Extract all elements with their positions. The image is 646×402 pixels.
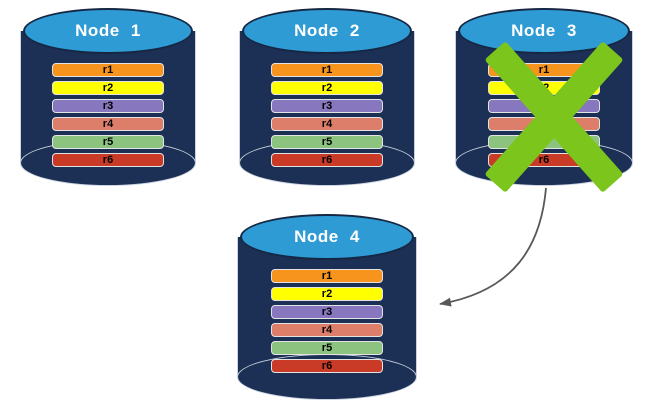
- node-1-cylinder: Node 1 r1 r2 r3 r4 r5 r6: [20, 8, 196, 186]
- node-title: Node 4: [294, 227, 360, 246]
- arrow-curve: [439, 187, 547, 307]
- node-4-cylinder: Node 4 r1 r2 r3 r4 r5 r6: [237, 214, 417, 400]
- row-r1: r1: [271, 63, 383, 77]
- cylinder-top-ellipse: [242, 8, 412, 54]
- replica-rows: r1 r2 r3 r4 r5 r6: [271, 63, 383, 167]
- row-r3: r3: [52, 99, 164, 113]
- node-title: Node 1: [75, 21, 141, 40]
- row-r3: r3: [271, 305, 383, 319]
- row-r2: r2: [52, 81, 164, 95]
- row-r3: r3: [271, 99, 383, 113]
- cylinder-top-ellipse: [240, 214, 414, 260]
- row-r5: r5: [52, 135, 164, 149]
- x-icon: [484, 40, 624, 193]
- row-r4: r4: [271, 323, 383, 337]
- node-title: Node 3: [511, 21, 577, 40]
- row-r2: r2: [271, 81, 383, 95]
- replica-rows: r1 r2 r3 r4 r5 r6: [52, 63, 164, 167]
- node-2-cylinder: Node 2 r1 r2 r3 r4 r5 r6: [239, 8, 415, 186]
- row-r6: r6: [271, 153, 383, 167]
- row-r6: r6: [52, 153, 164, 167]
- row-r4: r4: [52, 117, 164, 131]
- row-r5: r5: [271, 135, 383, 149]
- row-r2: r2: [271, 287, 383, 301]
- row-r6: r6: [271, 359, 383, 373]
- replica-rows: r1 r2 r3 r4 r5 r6: [271, 269, 383, 373]
- row-r4: r4: [271, 117, 383, 131]
- row-r1: r1: [52, 63, 164, 77]
- node-title: Node 2: [294, 21, 360, 40]
- row-r1: r1: [271, 269, 383, 283]
- node-3-cylinder: Node 3 r1 r2 r3 r4 r5 r6: [455, 8, 633, 193]
- row-r5: r5: [271, 341, 383, 355]
- cylinder-top-ellipse: [23, 8, 193, 54]
